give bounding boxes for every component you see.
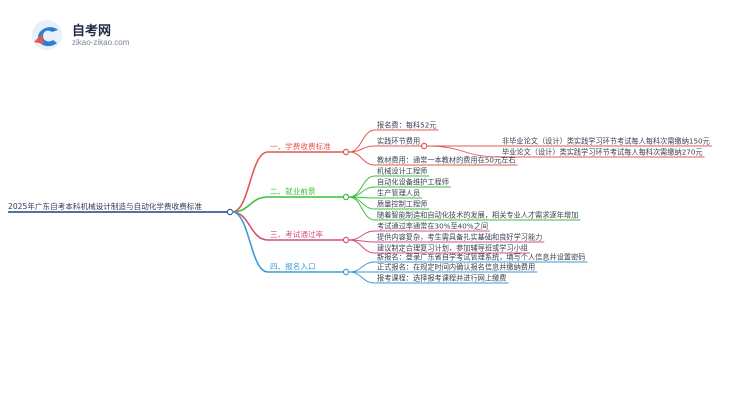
leaf-text: 正式报名：在规定时间内确认报名信息并缴纳费用: [377, 263, 535, 272]
leaf-connector: [348, 196, 376, 210]
leaf-connector: [348, 196, 376, 221]
leaf-text: 考试通过率通常在30%至40%之间: [377, 222, 488, 231]
root-connector-dot: [226, 208, 234, 216]
branch-connector-dot: [342, 193, 350, 201]
leaf-text: 新报名：登录广东省自学考试管理系统，填写个人信息并设置密码: [377, 253, 585, 262]
branch-connector: [231, 211, 269, 273]
branch-connector-dot: [342, 236, 350, 244]
sub-leaf-text: 毕业论文（设计）类实践学习环节考试每人每科次需缴纳270元: [502, 148, 703, 157]
leaf-connector-dot: [420, 142, 428, 150]
leaf-connector: [348, 151, 376, 166]
leaf-text: 实践环节费用: [377, 137, 420, 146]
root-topic: 2025年广东自考本科机械设计制造与自动化学费收费标准: [8, 201, 202, 211]
leaf-connector: [348, 261, 376, 273]
logo-mark-icon: [32, 20, 62, 50]
leaf-text: 生产管理人员: [377, 189, 420, 198]
leaf-connector: [348, 186, 376, 198]
leaf-text: 自动化设备维护工程师: [377, 178, 449, 187]
sub-connector: [427, 145, 501, 158]
branch-connector-dot: [342, 148, 350, 156]
branch-connector: [231, 211, 269, 241]
leaf-connector: [348, 175, 376, 198]
logo-url: zikao-zikao.com: [72, 38, 130, 47]
leaf-text: 随着智能制造和自动化技术的发展，相关专业人才需求逐年增加: [377, 211, 578, 220]
leaf-text: 报名费：每科52元: [377, 121, 436, 130]
leaf-text: 报考课程：选择报考课程并进行网上缴费: [377, 274, 506, 283]
branch-connector: [231, 196, 269, 213]
branch-connector-dot: [342, 268, 350, 276]
branch-label: 四、报名入口: [270, 261, 316, 271]
leaf-connector: [348, 230, 376, 241]
branch-connector: [231, 151, 269, 213]
leaf-text: 质量控制工程师: [377, 200, 427, 209]
site-logo[interactable]: 自考网 zikao-zikao.com: [30, 18, 170, 52]
leaf-text: 机械设计工程师: [377, 167, 427, 176]
leaf-connector: [348, 271, 376, 284]
logo-title: 自考网: [72, 24, 112, 39]
branch-label: 一、学费收费标准: [270, 141, 331, 151]
sub-leaf-text: 非毕业论文（设计）类实践学习环节考试每人每科次需缴纳150元: [502, 137, 710, 146]
leaf-text: 教材费用：通常一本教材的费用在50元左右: [377, 156, 516, 165]
leaf-connector: [348, 239, 376, 254]
branch-label: 三、考试通过率: [270, 229, 324, 239]
branch-label: 二、就业前景: [270, 186, 316, 196]
leaf-text: 提供内容复杂，考生需具备扎实基础和良好学习能力: [377, 233, 542, 242]
leaf-text: 建议制定合理复习计划，参加辅导班或学习小组: [377, 244, 528, 253]
